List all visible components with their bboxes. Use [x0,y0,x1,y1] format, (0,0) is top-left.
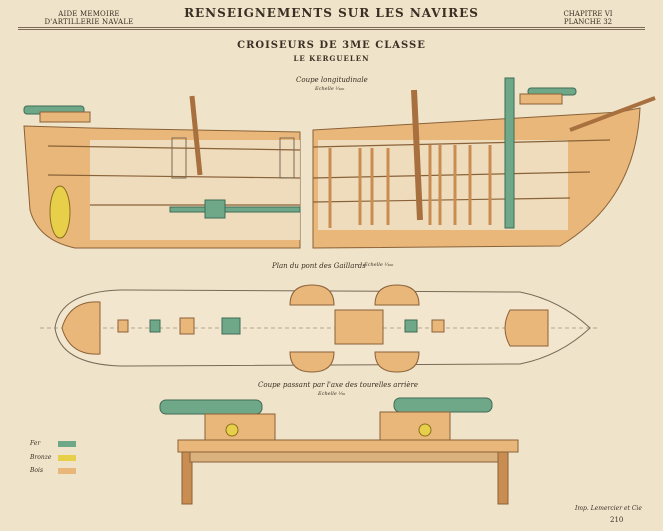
stair-aft [171,137,187,179]
hull-interior [90,140,300,240]
hatch-6 [431,319,445,333]
sponson-1 [289,284,335,306]
cs-deck-beam [177,439,519,453]
cs-wheel-right [418,423,432,437]
sponson-4 [374,351,420,373]
deck-plan [40,284,600,373]
engine-block [204,199,226,219]
legend-iron-label: Fer [30,440,41,447]
header-left-line1: AIDE MEMOIRE [58,10,120,18]
header-chapter: CHAPITRE VI [563,10,613,18]
legend-iron-swatch [58,440,76,447]
propeller-shaft [169,206,301,213]
longitudinal-caption: Coupe longitudinale [296,76,368,84]
stair-fore [279,137,295,179]
legend-wood: Bois [30,467,76,474]
legend-bronze-label: Bronze [30,454,52,461]
longitudinal-section [23,77,656,249]
stern-turret-plan [61,301,101,355]
hatch-1 [117,319,129,333]
deck-plan-caption: Plan du pont des Gaillards [272,262,366,270]
center-house [334,309,384,345]
header-rule [18,27,645,28]
deck-plan-scale: Echelle ¹⁄₁₀₀ [364,262,394,268]
header-left: AIDE MEMOIRE D'ARTILLERIE NAVALE [44,10,134,26]
funnel [504,77,515,229]
bow-gun [519,87,577,105]
cs-wheel-left [225,423,239,437]
sponson-3 [289,351,335,373]
header-right: CHAPITRE VI PLANCHE 32 [553,10,623,26]
header-rule-2 [18,29,645,30]
bowsprit [569,96,656,132]
rudder-propeller [49,185,71,239]
cross-section-caption: Coupe passant par l'axe des tourelles ar… [258,381,419,389]
legend-iron: Fer [30,440,76,447]
ship-name: LE KERGUELEN [293,54,370,63]
header-left-line2: D'ARTILLERIE NAVALE [44,18,134,26]
hatch-5 [404,319,418,333]
hatch-4 [221,317,241,335]
printer-credit: Imp. Lemercier et Cie [575,505,642,512]
hatch-3 [179,317,195,335]
cs-support-left [181,451,193,505]
stern-gun [23,105,91,123]
cs-carriage-right [379,411,451,441]
legend-wood-label: Bois [30,467,44,474]
legend-wood-swatch [58,467,76,474]
header-title: RENSEIGNEMENTS SUR LES NAVIRES [184,6,479,20]
bow-turret-plan [504,309,549,347]
main-mast [189,95,203,176]
cs-lower-beam [189,451,499,463]
cross-section-scale: Echelle ¹⁄₅₀ [318,391,346,397]
cs-support-right [497,451,509,505]
sponson-2 [374,284,420,306]
page-number: 210 [610,516,624,524]
hatch-2 [149,319,161,333]
cs-gun-right [393,397,493,413]
hull-interior-fore [318,140,568,230]
cross-section [159,397,519,505]
ship-class-title: CROISEURS DE 3ME CLASSE [237,40,426,51]
fore-mast [411,89,423,221]
header-plate: PLANCHE 32 [563,18,613,26]
cs-carriage-left [204,413,276,441]
legend-bronze-swatch [58,454,76,461]
legend-bronze: Bronze [30,454,76,461]
longitudinal-scale: Echelle ¹⁄₁₀₀ [315,86,345,92]
cs-gun-left [159,399,263,415]
